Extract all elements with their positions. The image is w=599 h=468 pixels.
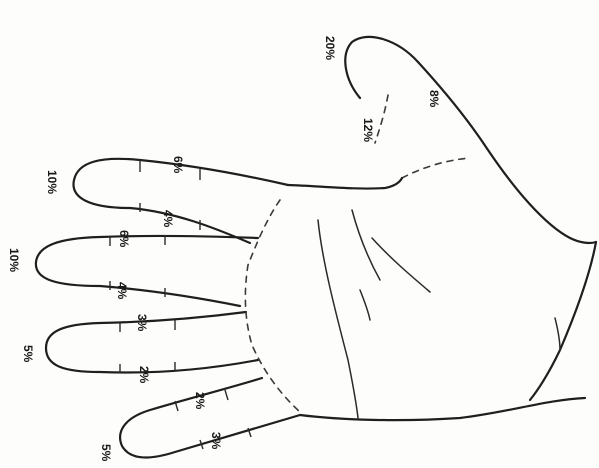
label-index-mid: 6% (171, 156, 185, 174)
label-ring-mid: 3% (135, 314, 149, 332)
label-index-base: 4% (161, 210, 175, 228)
label-ring-base: 2% (137, 366, 151, 384)
label-index-tip: 10% (45, 170, 59, 194)
label-middle-tip: 10% (7, 248, 21, 272)
label-ring-tip: 5% (21, 345, 35, 363)
label-middle-base: 4% (115, 282, 129, 300)
label-thumb-tip: 20% (323, 36, 337, 60)
label-thumb-mid: 8% (427, 90, 441, 108)
label-little-tip: 5% (99, 444, 113, 462)
label-thumb-base: 12% (361, 118, 375, 142)
label-little-base: 3% (209, 432, 223, 450)
label-middle-mid: 6% (117, 230, 131, 248)
label-little-mid: 2% (193, 392, 207, 410)
